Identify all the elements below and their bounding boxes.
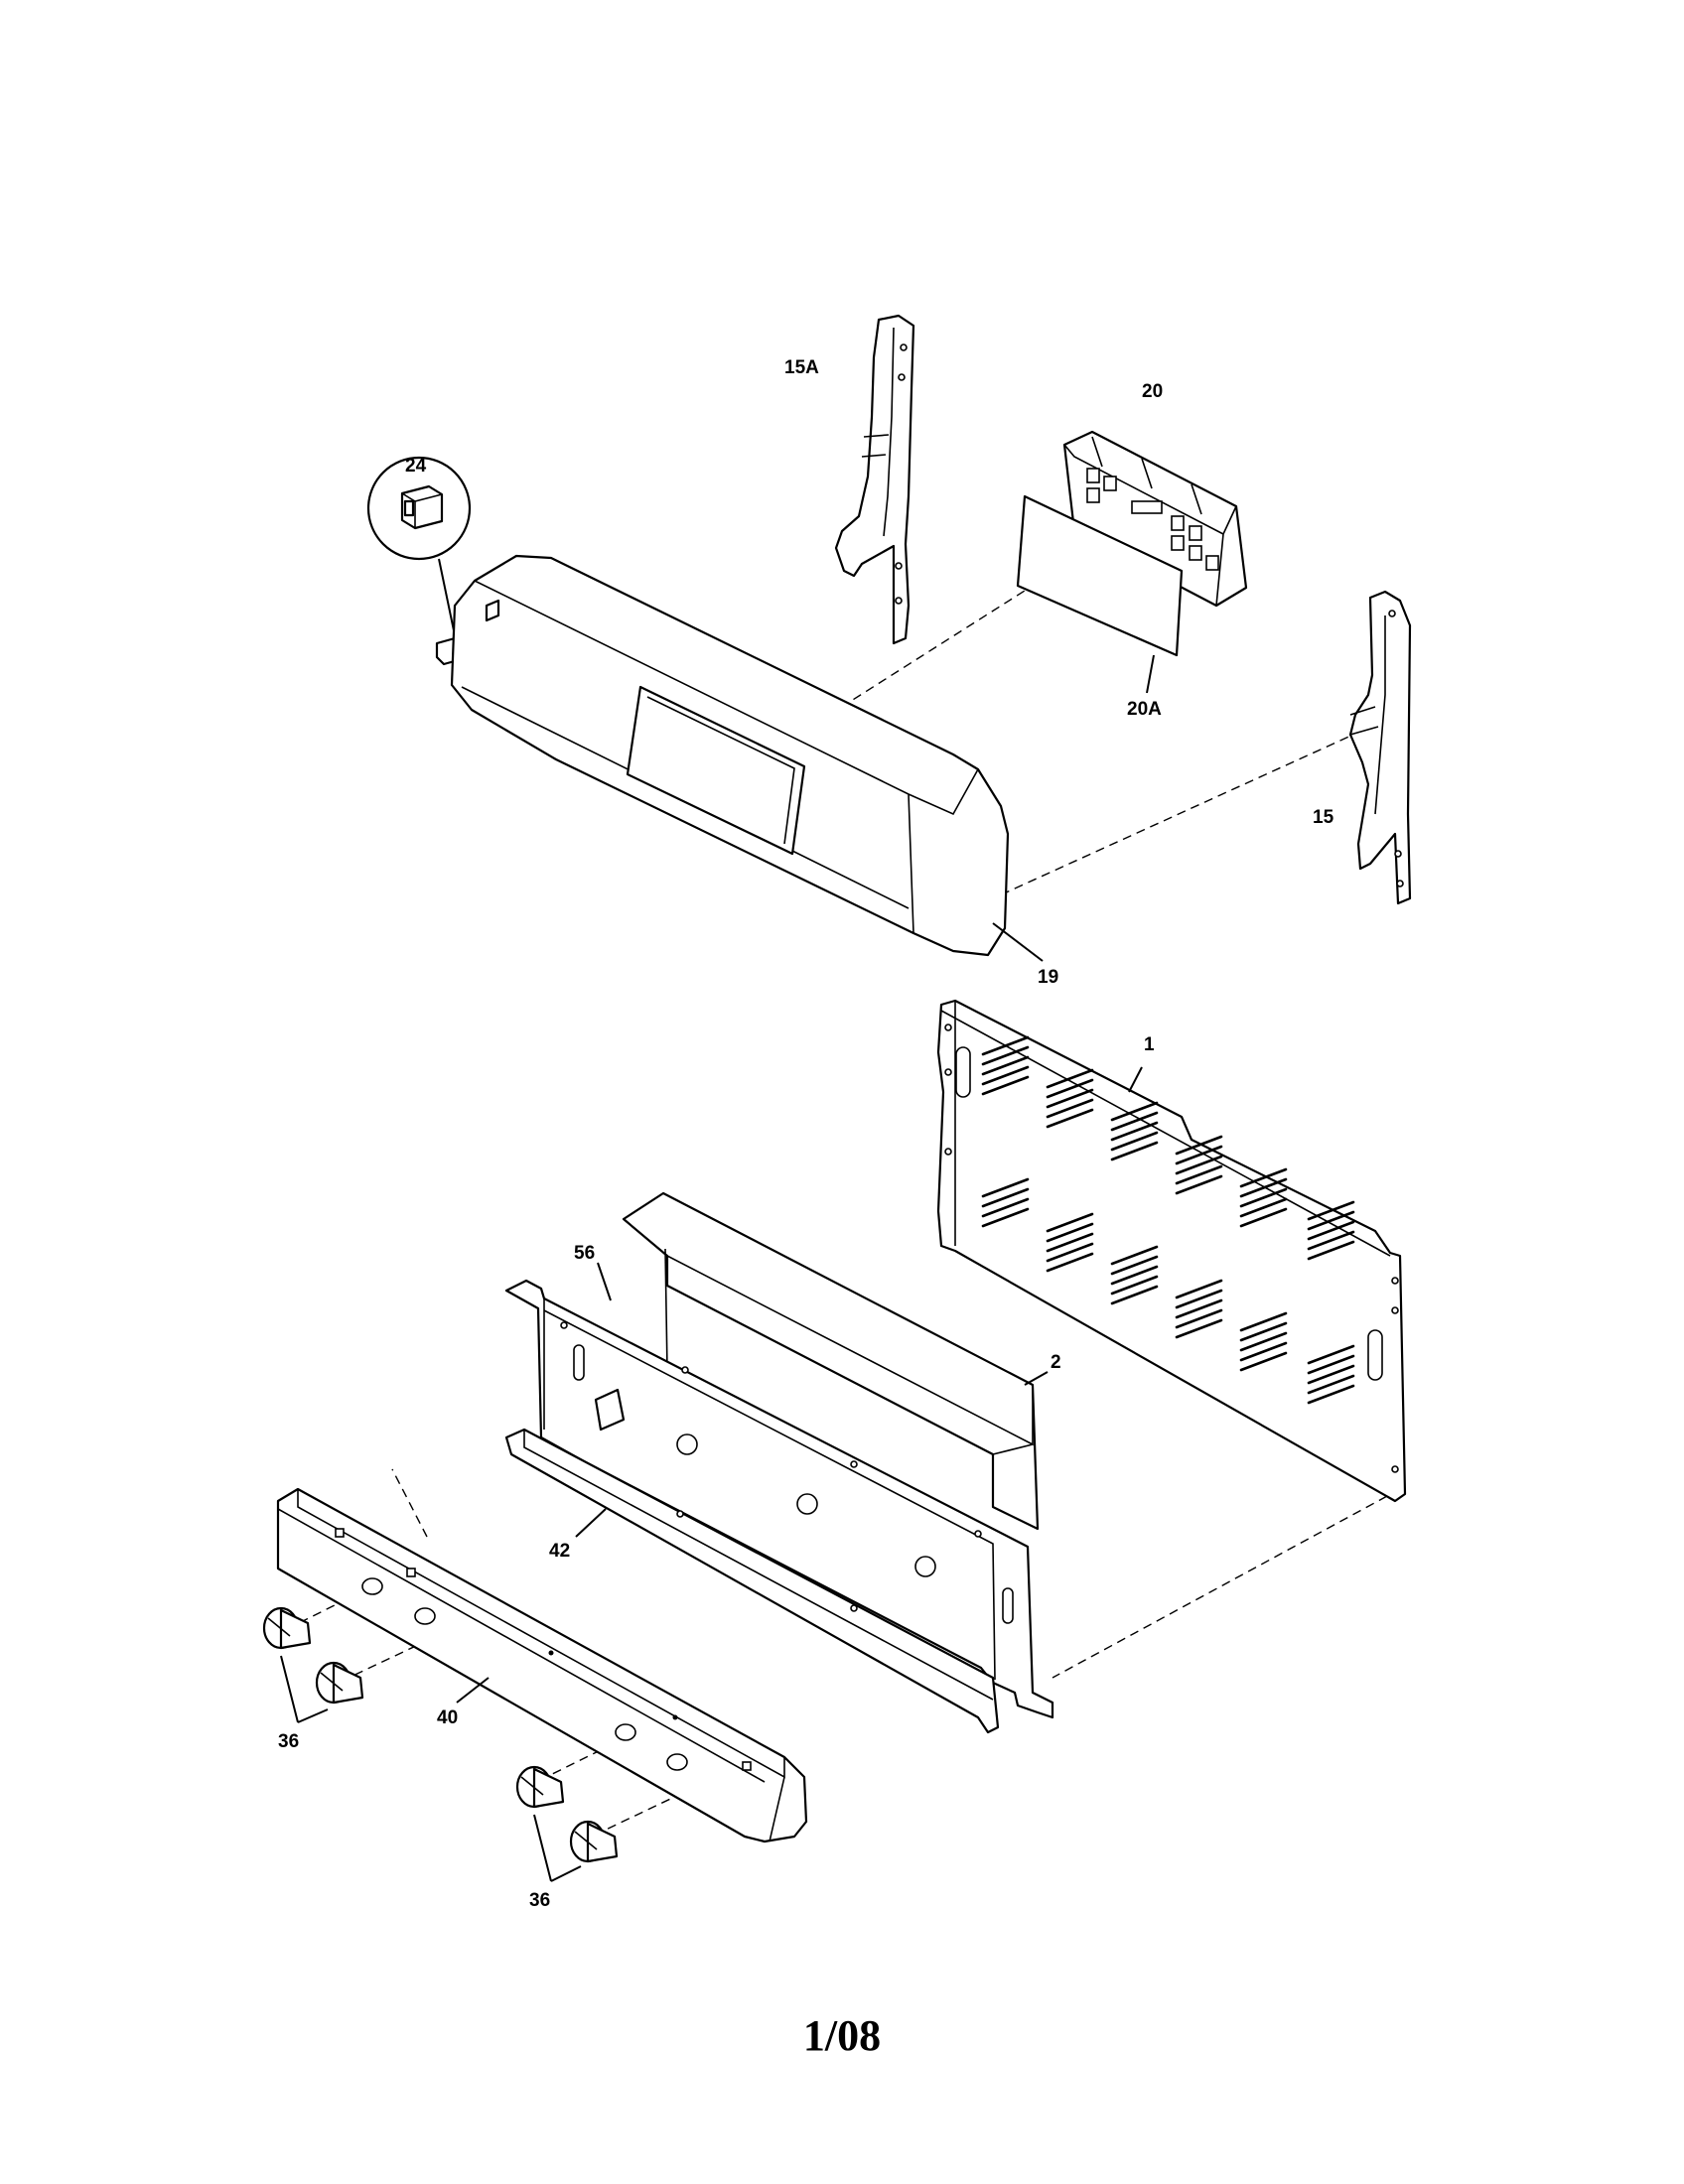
callout-56: 56 [574, 1243, 595, 1264]
callout-36-right: 36 [529, 1890, 550, 1911]
bracket-15A [834, 314, 915, 645]
callout-1: 1 [1144, 1034, 1155, 1055]
front-panel-40 [276, 1487, 808, 1843]
callout-42: 42 [549, 1541, 570, 1562]
control-board-20 [1062, 430, 1248, 608]
callout-20A: 20A [1127, 699, 1162, 720]
trim-42 [504, 1428, 1000, 1734]
callout-2: 2 [1051, 1352, 1061, 1373]
knobs-36-left [262, 1606, 364, 1723]
switch-24 [366, 456, 488, 666]
callout-labels: 24 15A 20 20A 15 19 1 56 2 42 36 40 36 [278, 357, 1334, 1911]
control-panel-19 [450, 554, 1044, 962]
callout-36-left: 36 [278, 1731, 299, 1752]
vent-slots [981, 1035, 1355, 1405]
callout-15: 15 [1313, 807, 1334, 828]
knob [569, 1820, 619, 1863]
callout-24: 24 [405, 456, 427, 477]
callout-19: 19 [1038, 967, 1058, 988]
knob [262, 1606, 312, 1650]
vent-panel-1 [936, 999, 1407, 1503]
knobs-36-right [515, 1765, 619, 1882]
callout-20: 20 [1142, 381, 1163, 402]
shield-2 [622, 1191, 1049, 1531]
callout-15A: 15A [784, 357, 819, 378]
page-number: 1/08 [802, 2011, 882, 2060]
knob [315, 1661, 364, 1705]
overlay-20A [1016, 494, 1184, 694]
knob [515, 1765, 565, 1809]
callout-40: 40 [437, 1707, 458, 1728]
bracket-15 [1348, 590, 1412, 905]
